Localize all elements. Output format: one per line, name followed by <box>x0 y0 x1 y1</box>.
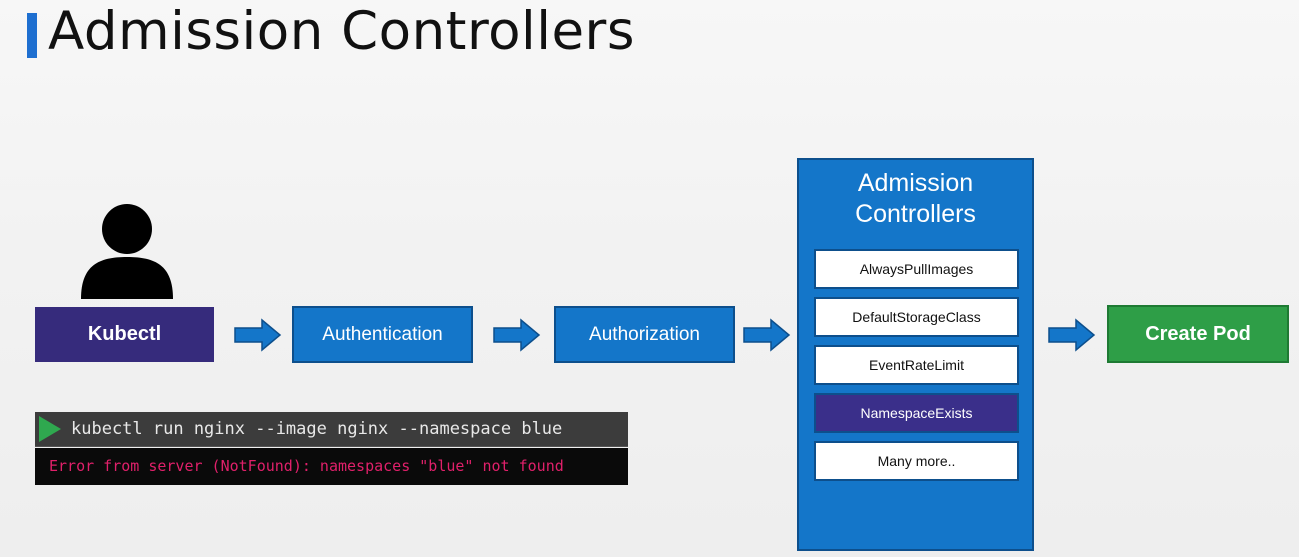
play-icon <box>39 416 61 442</box>
terminal-command-row: kubectl run nginx --image nginx --namesp… <box>35 412 628 447</box>
controller-namespace-exists: NamespaceExists <box>814 393 1019 433</box>
arrow-right-icon <box>493 318 541 352</box>
page-title: Admission Controllers <box>48 1 635 62</box>
arrow-right-icon <box>743 318 791 352</box>
terminal-error-row: Error from server (NotFound): namespaces… <box>35 448 628 485</box>
terminal-command: kubectl run nginx --image nginx --namesp… <box>71 419 563 439</box>
terminal: kubectl run nginx --image nginx --namesp… <box>35 412 628 485</box>
admission-title-line2: Controllers <box>855 200 976 228</box>
terminal-error: Error from server (NotFound): namespaces… <box>49 457 564 475</box>
controller-many-more: Many more.. <box>814 441 1019 481</box>
user-icon <box>81 204 173 299</box>
controller-always-pull-images: AlwaysPullImages <box>814 249 1019 289</box>
admission-controllers-title: Admission Controllers <box>799 168 1032 230</box>
authorization-box: Authorization <box>554 306 735 363</box>
kubectl-box: Kubectl <box>35 307 214 362</box>
create-pod-box: Create Pod <box>1107 305 1289 363</box>
arrow-right-icon <box>234 318 282 352</box>
title-accent-bar <box>27 13 37 58</box>
controller-default-storage-class: DefaultStorageClass <box>814 297 1019 337</box>
arrow-right-icon <box>1048 318 1096 352</box>
authentication-box: Authentication <box>292 306 473 363</box>
admission-controllers-panel: Admission Controllers AlwaysPullImages D… <box>797 158 1034 551</box>
admission-title-line1: Admission <box>857 169 974 197</box>
controller-event-rate-limit: EventRateLimit <box>814 345 1019 385</box>
